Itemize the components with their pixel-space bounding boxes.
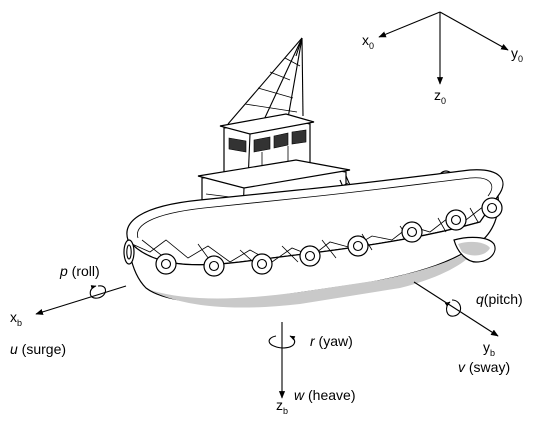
crane-mast	[227, 37, 304, 125]
earth-z-label: z0	[434, 87, 446, 106]
fender-6	[401, 221, 423, 243]
roll-rotation-arrow	[89, 285, 107, 299]
earth-y-axis	[439, 11, 509, 51]
pitch-rotation-arrow	[444, 299, 462, 317]
surge-label: u (surge)	[10, 341, 66, 357]
fender-8	[481, 197, 503, 219]
body-y-axis	[413, 281, 499, 337]
hull	[126, 169, 504, 308]
earth-x-label: x0	[362, 32, 374, 51]
fender-4	[299, 245, 321, 267]
body-z-label: zb	[276, 397, 288, 416]
sway-label: v (sway)	[458, 359, 510, 375]
fender-3	[251, 253, 273, 275]
earth-y-label: y0	[511, 45, 523, 64]
body-frame: xb yb zb	[10, 281, 499, 416]
motion-labels: p (roll) u (surge) q(pitch) v (sway) r (…	[10, 263, 523, 403]
bow-fender	[123, 239, 135, 265]
fender-1	[155, 253, 177, 275]
fender-5	[347, 235, 369, 257]
tugboat-illustration	[123, 37, 504, 308]
roll-label: p (roll)	[59, 263, 100, 279]
yaw-label: r (yaw)	[310, 333, 353, 349]
tyre-fenders	[123, 197, 503, 277]
pitch-label: q(pitch)	[476, 291, 523, 307]
body-x-axis	[35, 285, 127, 315]
heave-label: w (heave)	[294, 387, 355, 403]
fender-7	[445, 209, 467, 231]
earth-x-axis	[378, 11, 441, 38]
body-y-label: yb	[483, 339, 495, 358]
fender-2	[203, 255, 225, 277]
earth-frame: x0 y0 z0	[362, 11, 523, 106]
yaw-rotation-arrow	[268, 335, 296, 349]
body-x-label: xb	[10, 309, 22, 328]
